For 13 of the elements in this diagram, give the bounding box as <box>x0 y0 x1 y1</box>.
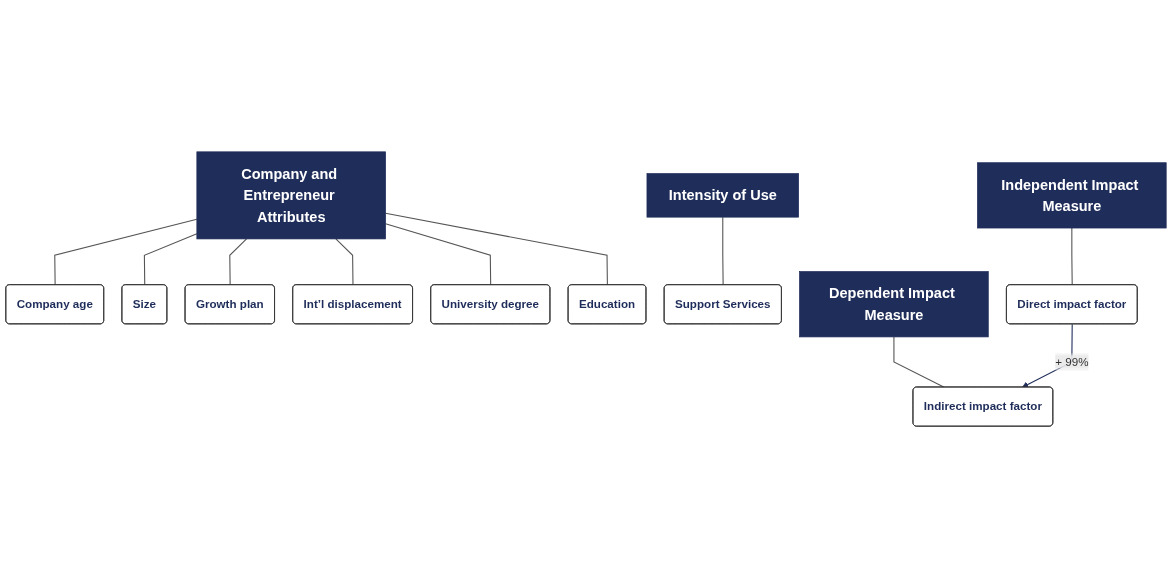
node-box: Dependent Impact Measure <box>799 271 989 338</box>
connector <box>54 218 198 286</box>
edge-label: + 99% <box>1055 355 1089 368</box>
node-box: Independent Impact Measure <box>977 162 1167 229</box>
connector <box>722 216 724 286</box>
node-box: Company and Entrepreneur Attributes <box>196 151 386 240</box>
node-box: Intensity of Use <box>646 173 799 218</box>
connector <box>385 223 492 286</box>
connector <box>335 238 354 286</box>
connector <box>143 233 198 286</box>
connector <box>229 238 248 286</box>
connector <box>1071 227 1073 286</box>
connector <box>385 212 608 286</box>
